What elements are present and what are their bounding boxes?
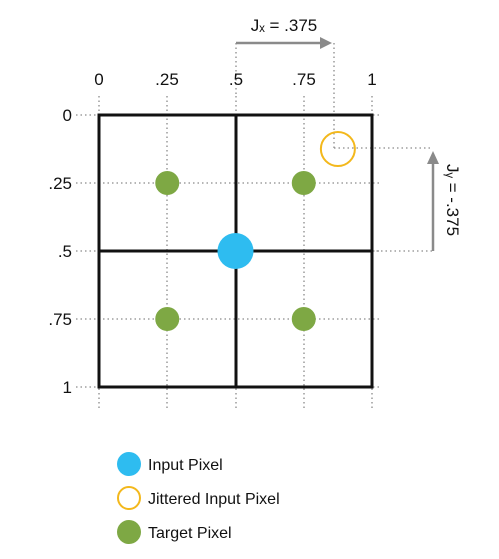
x-tick-label-75: .75: [292, 70, 316, 89]
legend-jittered-pixel-label: Jittered Input Pixel: [148, 491, 280, 508]
y-tick-label-75: .75: [48, 310, 72, 329]
y-tick-label-5: .5: [58, 242, 72, 261]
y-tick-label-1: 1: [63, 378, 72, 397]
target-pixel-2: [291, 171, 316, 195]
x-tick-labels: 0 .25 .5 .75 1: [94, 70, 376, 89]
jittered-input-pixel: [319, 131, 356, 167]
x-tick-label-25: .25: [155, 70, 179, 89]
legend-target-pixel-swatch: [117, 520, 141, 544]
legend-target-pixel-label: Target Pixel: [148, 525, 232, 542]
jitter-arrows: [236, 37, 439, 251]
jitter-y-label: Jᵧ = -.375: [443, 164, 462, 236]
legend-input-pixel-swatch: [117, 452, 141, 476]
dotted-guides: [76, 43, 433, 410]
y-tick-labels: 0 .25 .5 .75 1: [48, 106, 72, 397]
input-pixel: [217, 233, 254, 269]
pixel-points: [155, 131, 356, 331]
jitter-y-arrow-head: [427, 151, 439, 164]
x-tick-label-0: 0: [94, 70, 103, 89]
target-pixel-4: [291, 307, 316, 331]
y-tick-label-25: .25: [48, 174, 72, 193]
target-pixel-3: [155, 307, 180, 331]
x-tick-label-5: .5: [229, 70, 243, 89]
target-pixel-1: [155, 171, 180, 195]
legend: Input Pixel Jittered Input Pixel Target …: [117, 452, 280, 544]
jitter-x-arrow-head: [320, 37, 332, 49]
jitter-x-label: Jₓ = .375: [251, 16, 318, 35]
x-tick-label-1: 1: [367, 70, 376, 89]
y-tick-label-0: 0: [63, 106, 72, 125]
legend-input-pixel-label: Input Pixel: [148, 457, 223, 474]
legend-jittered-pixel-swatch: [117, 486, 141, 510]
